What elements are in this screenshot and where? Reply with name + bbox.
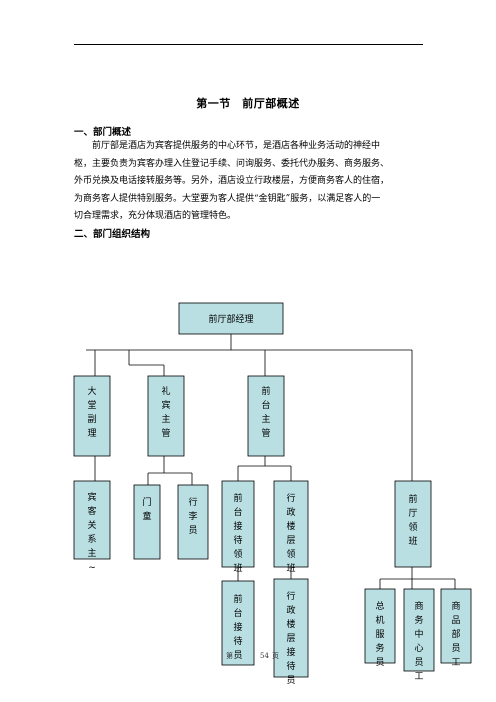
org-label-executive-floor-captain: 行政楼层领班 [286, 492, 295, 574]
org-label-guest-relations: 宾客关系主~ [87, 491, 96, 573]
paragraph-line: 为商务客人提供特别服务。大堂要为客人提供“金钥匙”服务，以满足客人的一 [74, 193, 381, 204]
org-box-bellboy [177, 484, 209, 560]
org-box-reception-captain [221, 480, 255, 568]
org-label-front-office-captain: 前厅领班 [408, 493, 417, 547]
org-box-executive-floor-captain [273, 480, 309, 568]
org-connectors [86, 334, 456, 589]
footer-suffix: 页 [272, 652, 279, 660]
org-label-shop-staff: 商品部员工 [451, 600, 460, 668]
heading-org-structure: 二、部门组织结构 [74, 229, 151, 240]
org-label-reception-captain: 前台接待领班 [233, 492, 242, 574]
org-box-business-center-staff [403, 588, 435, 672]
org-label-receptionist: 前台接待员 [233, 593, 242, 661]
overview-paragraph: 前厅部是酒店为宾客提供服务的中心环节，是酒店各种业务活动的神经中 枢，主要负责为… [74, 138, 423, 226]
org-label-concierge-supervisor: 礼宾主管 [161, 385, 170, 439]
org-box-lobby-manager [73, 375, 111, 457]
org-box-operator [364, 588, 396, 664]
org-label-bellboy: 行李员 [188, 496, 197, 536]
section-title: 第一节 前厅部概述 [196, 97, 300, 110]
org-label-front-desk-supervisor: 前台主管 [261, 385, 270, 439]
footer-prefix: 第 [226, 651, 233, 660]
org-box-executive-floor-receptionist [273, 578, 309, 678]
org-label-business-center-staff: 商务中心员工 [414, 600, 423, 682]
org-box-shop-staff [440, 588, 472, 664]
heading-overview: 一、部门概述 [74, 127, 132, 138]
org-box-front-desk-supervisor [247, 375, 285, 457]
org-box-receptionist [221, 580, 255, 666]
paragraph-line: 外币兑换及电话接转服务等。另外，酒店设立行政楼层，方便商务客人的住宿， [74, 176, 390, 187]
org-label-executive-floor-receptionist: 行政楼层接待员 [286, 590, 295, 686]
org-label-doorman: 门童 [142, 496, 151, 522]
org-box-doorman [133, 484, 161, 560]
paragraph-line: 枢，主要负责为宾客办理入住登记手续、问询服务、委托代办服务、商务服务、 [74, 158, 390, 169]
header-rule [74, 44, 423, 45]
org-box-concierge-supervisor [147, 375, 185, 457]
org-label-operator: 总机服务员 [375, 600, 384, 668]
paragraph-line: 切合理需求，充分体现酒店的管理特色。 [74, 211, 237, 222]
footer-page-number: 54 [260, 652, 269, 660]
org-box-front-office-captain [394, 480, 432, 568]
paragraph-line: 前厅部是酒店为宾客提供服务的中心环节，是酒店各种业务活动的神经中 [92, 141, 381, 151]
org-box-guest-relations [73, 480, 111, 560]
org-label-lobby-manager: 大堂副理 [87, 385, 96, 439]
org-label-manager: 前厅部经理 [208, 313, 253, 325]
org-box-manager [178, 302, 284, 335]
